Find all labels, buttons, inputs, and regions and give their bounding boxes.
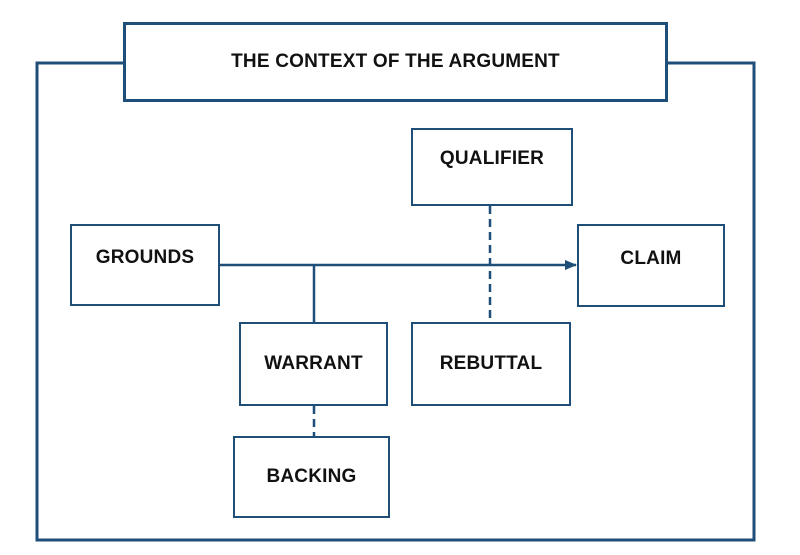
grounds-node: GROUNDS <box>70 224 220 306</box>
context-frame <box>35 61 756 542</box>
diagram-title-text: THE CONTEXT OF THE ARGUMENT <box>231 51 560 72</box>
backing-label: BACKING <box>266 466 357 487</box>
claim-node: CLAIM <box>577 224 725 307</box>
qualifier-label: QUALIFIER <box>439 148 545 169</box>
claim-label: CLAIM <box>620 247 682 269</box>
rebuttal-node: REBUTTAL <box>411 322 571 406</box>
qualifier-node: QUALIFIER <box>411 128 573 206</box>
backing-node: BACKING <box>233 436 390 518</box>
diagram-title: THE CONTEXT OF THE ARGUMENT <box>123 22 668 102</box>
warrant-label: WARRANT <box>264 353 363 374</box>
warrant-node: WARRANT <box>239 322 388 406</box>
grounds-label: GROUNDS <box>95 247 195 268</box>
rebuttal-label: REBUTTAL <box>439 353 543 374</box>
